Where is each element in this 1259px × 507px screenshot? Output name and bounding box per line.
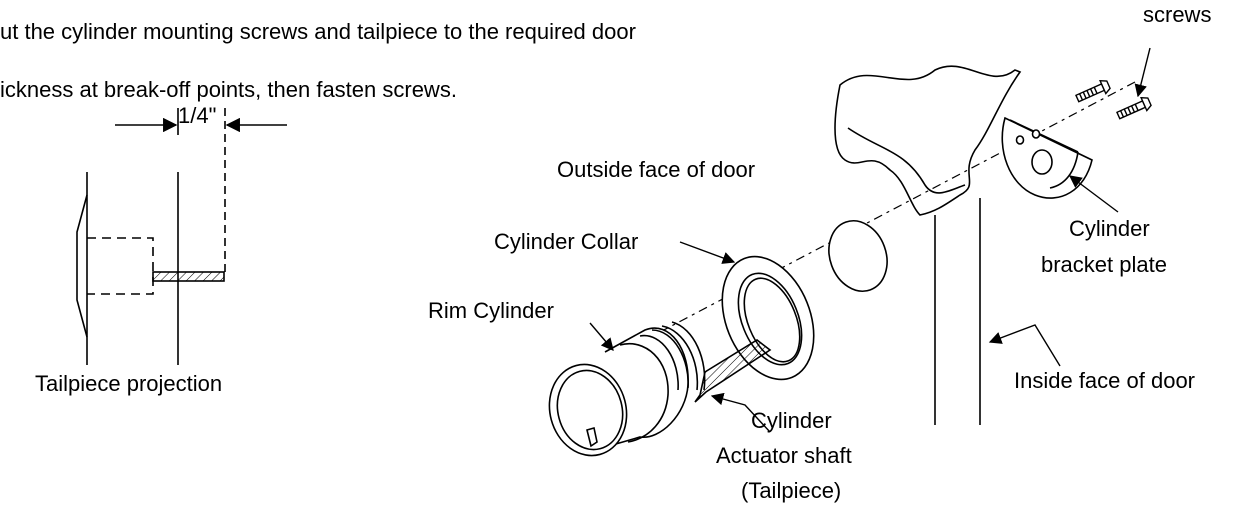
dimension-label: 1/4" xyxy=(178,103,216,128)
screws-label: screws xyxy=(1143,2,1212,27)
tailpiece-bar xyxy=(152,271,225,282)
door-edge-break xyxy=(847,127,966,194)
tailpiece-projection-label: Tailpiece projection xyxy=(35,371,222,396)
screw-2 xyxy=(1116,96,1152,120)
instructions-line-1: ut the cylinder mounting screws and tail… xyxy=(0,19,636,44)
bracket-hole-2 xyxy=(1031,129,1041,139)
door-hole xyxy=(828,220,888,292)
actuator-shaft xyxy=(694,339,772,403)
rim-cylinder xyxy=(548,321,772,457)
actuator-label-line2: Actuator shaft xyxy=(716,443,852,468)
tailpiece-projection-detail xyxy=(76,108,287,365)
instructions-line-2: ickness at break-off points, then fasten… xyxy=(0,77,457,102)
instructions-text: ut the cylinder mounting screws and tail… xyxy=(0,0,860,133)
inside-face-leader xyxy=(988,324,1061,367)
door-edge-outline xyxy=(834,65,1022,216)
bracket-center-hole xyxy=(1031,149,1053,175)
bracket-leader xyxy=(1068,175,1119,213)
actuator-leader xyxy=(710,392,771,433)
cylinder-face xyxy=(548,363,628,457)
rim-cylinder-label: Rim Cylinder xyxy=(428,298,554,323)
actuator-label-line3: (Tailpiece) xyxy=(741,478,841,503)
outside-face-label: Outside face of door xyxy=(557,157,755,182)
screw-1 xyxy=(1075,79,1111,103)
inside-face-label: Inside face of door xyxy=(1014,368,1195,393)
collar-leader xyxy=(679,241,736,264)
actuator-label-line1: Cylinder xyxy=(751,408,832,433)
cylinder-bracket-plate xyxy=(1001,116,1093,199)
bracket-plate-label-line2: bracket plate xyxy=(1041,252,1167,277)
bracket-plate-label-line1: Cylinder xyxy=(1069,216,1150,241)
bracket-hole-1 xyxy=(1015,135,1025,145)
hidden-cylinder-body xyxy=(87,237,154,295)
cylinder-flange xyxy=(76,194,88,338)
door-edge xyxy=(834,65,1022,425)
keyway xyxy=(586,426,598,448)
mounting-screws xyxy=(1075,79,1152,120)
cylinder-collar-label: Cylinder Collar xyxy=(494,229,638,254)
rim-cylinder-leader xyxy=(589,322,614,351)
screws-leader xyxy=(1134,47,1151,98)
